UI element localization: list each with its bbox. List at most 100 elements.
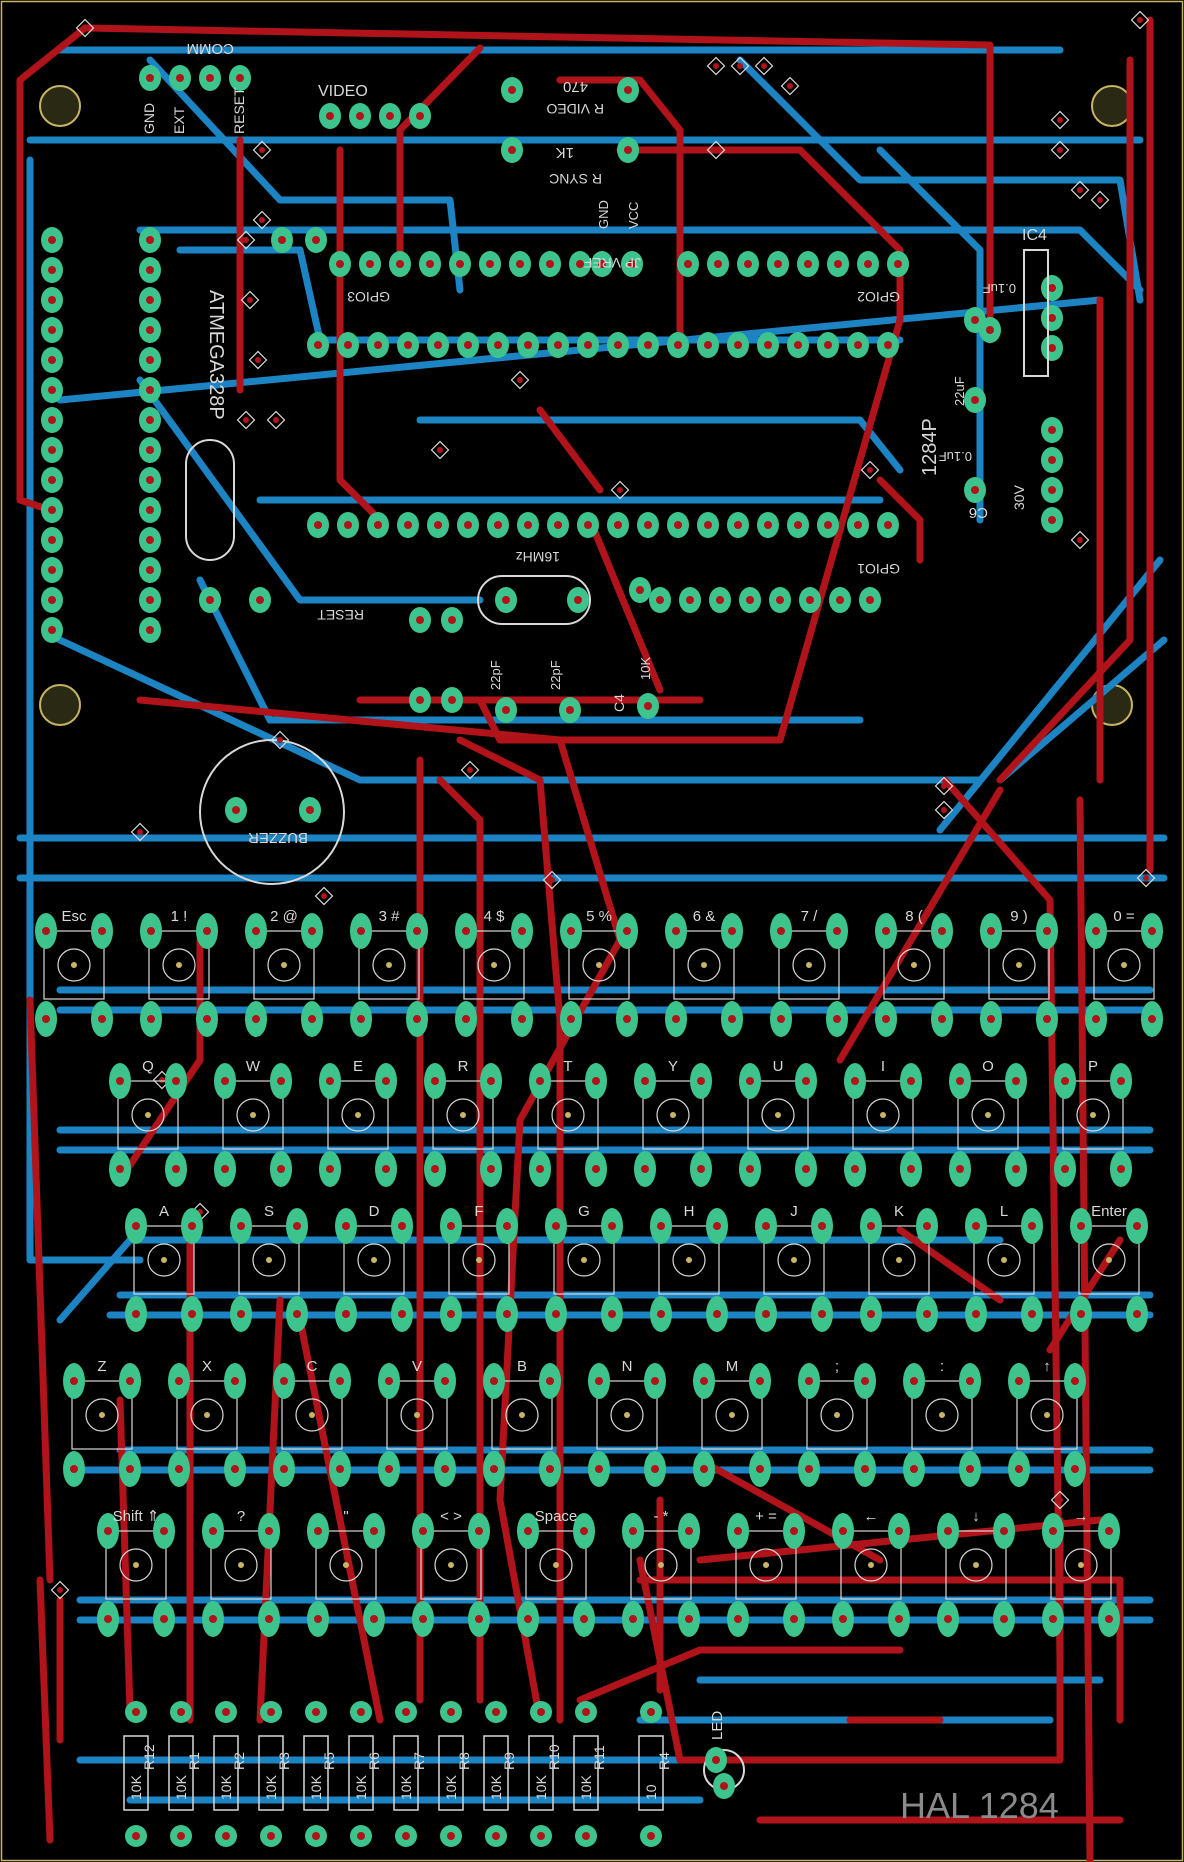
label-cap-01a: 0.1uF — [983, 281, 1016, 296]
key-pad — [440, 1296, 462, 1332]
atmega-pin — [139, 257, 161, 283]
gpio2-pin — [767, 251, 789, 277]
resistor-name: R12 — [141, 1744, 157, 1770]
component-pad — [409, 687, 431, 713]
keyboard-key[interactable]: → — [1042, 1508, 1120, 1637]
key-pad — [900, 1063, 922, 1099]
keyboard-key[interactable]: 0 = — [1085, 908, 1163, 1037]
keyboard-key[interactable]: : — [903, 1358, 981, 1487]
gpio2-pin — [857, 251, 879, 277]
keyboard-key[interactable]: Esc — [35, 908, 113, 1037]
keyboard-key[interactable]: V — [378, 1358, 456, 1487]
keyboard-key[interactable]: 1 ! — [140, 908, 218, 1037]
keyboard-key[interactable]: K — [860, 1203, 938, 1332]
keyboard-key[interactable]: " — [307, 1508, 385, 1637]
key-pad — [860, 1208, 882, 1244]
keyboard-key[interactable]: Z — [63, 1358, 141, 1487]
via — [252, 210, 272, 230]
keyboard-key[interactable]: 3 # — [350, 908, 428, 1037]
keyboard-key[interactable]: C — [273, 1358, 351, 1487]
keyboard-key[interactable]: 9 ) — [980, 908, 1058, 1037]
keyboard-key[interactable]: ← — [832, 1508, 910, 1637]
keyboard-key[interactable]: O — [949, 1058, 1027, 1187]
key-pad — [749, 1363, 771, 1399]
keyboard-key[interactable]: T — [529, 1058, 607, 1187]
label-gpio2: GPIO2 — [857, 289, 900, 305]
keyboard-key[interactable]: ; — [798, 1358, 876, 1487]
ic4-pin — [1041, 335, 1063, 361]
keyboard-key[interactable]: 2 @ — [245, 908, 323, 1037]
keyboard-key[interactable]: R — [424, 1058, 502, 1187]
keyboard-key[interactable]: F — [440, 1203, 518, 1332]
mcu-pin — [517, 332, 539, 358]
keyboard-key[interactable]: H — [650, 1203, 728, 1332]
key-pad — [706, 1296, 728, 1332]
via — [542, 870, 562, 890]
keyboard-key[interactable]: ? — [202, 1508, 280, 1637]
key-pad — [378, 1451, 400, 1487]
key-pad — [406, 1001, 428, 1037]
keyboard-key[interactable]: W — [214, 1058, 292, 1187]
keyboard-key[interactable]: Y — [634, 1058, 712, 1187]
label-cap-22pf-b: 22pF — [548, 660, 563, 690]
key-pad — [1098, 1513, 1120, 1549]
video-pin — [319, 103, 341, 129]
keyboard-key[interactable]: Enter — [1070, 1203, 1148, 1332]
keyboard-key[interactable]: ↑ — [1008, 1358, 1086, 1487]
keyboard-key[interactable]: M — [693, 1358, 771, 1487]
key-pad — [678, 1513, 700, 1549]
keyboard-key[interactable]: 4 $ — [455, 908, 533, 1037]
via — [1050, 140, 1070, 160]
key-label: U — [773, 1058, 784, 1075]
keyboard-key[interactable]: 8 ( — [875, 908, 953, 1037]
key-pad — [749, 1451, 771, 1487]
keyboard-key[interactable]: ↓ — [937, 1508, 1015, 1637]
keyboard-key[interactable]: 6 & — [665, 908, 743, 1037]
keyboard-key[interactable]: Shift ⇑ — [97, 1508, 175, 1637]
key-pad — [959, 1363, 981, 1399]
key-label: → — [1074, 1508, 1089, 1525]
key-label: R — [458, 1058, 469, 1075]
keyboard-key[interactable]: < > — [412, 1508, 490, 1637]
keyboard-key[interactable]: E — [319, 1058, 397, 1187]
key-label: 0 = — [1113, 908, 1135, 925]
keyboard-key[interactable]: - * — [622, 1508, 700, 1637]
key-pad — [573, 1513, 595, 1549]
label-xtal: 16MHz — [516, 549, 560, 565]
keyboard-key[interactable]: S — [230, 1203, 308, 1332]
mcu-pin — [667, 512, 689, 538]
keyboard-key[interactable]: D — [335, 1203, 413, 1332]
keyboard-key[interactable]: B — [483, 1358, 561, 1487]
keyboard-key[interactable]: J — [755, 1203, 833, 1332]
key-pad — [224, 1363, 246, 1399]
key-pad — [483, 1363, 505, 1399]
mcu-pin — [757, 512, 779, 538]
keyboard-key[interactable]: X — [168, 1358, 246, 1487]
key-pad — [329, 1451, 351, 1487]
keyboard-key[interactable]: N — [588, 1358, 666, 1487]
key-pad — [573, 1601, 595, 1637]
component-pad — [441, 607, 463, 633]
key-pad — [644, 1363, 666, 1399]
keyboard-key[interactable]: L — [965, 1203, 1043, 1332]
atmega-pin — [41, 257, 63, 283]
keyboard-key[interactable]: 5 % — [560, 908, 638, 1037]
keyboard-key[interactable]: 7 / — [770, 908, 848, 1037]
keyboard-key[interactable]: P — [1054, 1058, 1132, 1187]
key-pad — [496, 1208, 518, 1244]
keyboard-key[interactable]: + = — [727, 1508, 805, 1637]
keyboard-key[interactable]: G — [545, 1203, 623, 1332]
keyboard-key[interactable]: I — [844, 1058, 922, 1187]
component-pad — [495, 587, 517, 613]
key-label: V — [412, 1358, 422, 1375]
keyboard-key[interactable]: A — [125, 1203, 203, 1332]
keyboard-key[interactable]: U — [739, 1058, 817, 1187]
keyboard-key[interactable]: Q — [109, 1058, 187, 1187]
keyboard-key[interactable]: Space — [517, 1508, 595, 1637]
key-pad — [329, 1363, 351, 1399]
key-pad — [601, 1296, 623, 1332]
key-pad — [1036, 1001, 1058, 1037]
key-label: K — [894, 1203, 904, 1220]
component-pad — [441, 687, 463, 713]
label-res-470: 470 — [563, 78, 588, 95]
